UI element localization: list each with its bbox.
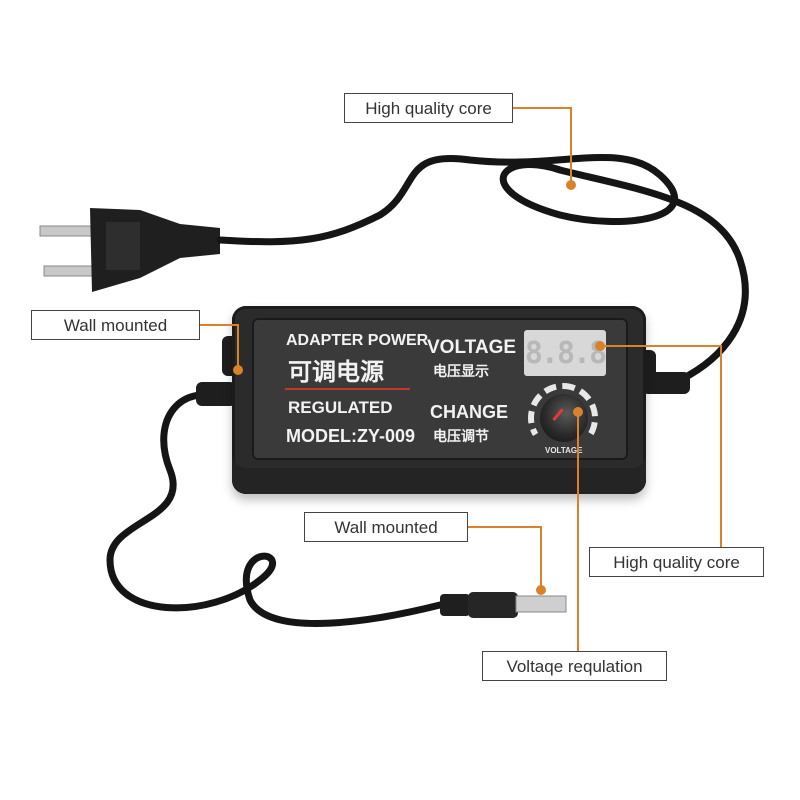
change-label-cn: 电压调节: [433, 429, 489, 445]
ac-input-cable: [216, 153, 749, 384]
callout-top-core: High quality core: [344, 93, 513, 123]
voltage-display: 8.8.8: [524, 330, 607, 376]
callout-left-wall-mounted: Wall mounted: [31, 310, 200, 340]
plug-prong-top: [39, 225, 97, 237]
dc-plug-strain-relief: [440, 594, 470, 616]
callout-center-wall-mounted: Wall mounted: [304, 512, 468, 542]
type-line: REGULATED: [288, 398, 393, 417]
voltage-label-cn: 电压显示: [433, 364, 489, 380]
voltage-adjust-knob[interactable]: [540, 394, 588, 442]
plug-prong-bottom: [43, 265, 97, 277]
display-digits: 8.8.8: [524, 335, 607, 371]
panel-divider: [285, 388, 410, 390]
dc-barrel-tip: [515, 595, 567, 613]
left-strain-relief: [196, 382, 236, 406]
plug-grip: [106, 222, 140, 270]
dial-scale-ring: [528, 383, 598, 439]
dc-plug-body: [468, 592, 518, 618]
change-label-en: CHANGE: [430, 402, 509, 422]
callout-voltage-regulation: Voltaqe requlation: [482, 651, 667, 681]
brand-line-cn: 可调电源: [288, 358, 384, 386]
model-line: MODEL:ZY-009: [286, 426, 416, 446]
dc-output-cable: [106, 391, 444, 627]
callout-right-core: High quality core: [589, 547, 764, 577]
brand-line-en: ADAPTER POWER: [286, 332, 429, 349]
voltage-label-en: VOLTAGE: [427, 337, 517, 358]
dial-label: VOLTAGE: [545, 446, 583, 455]
